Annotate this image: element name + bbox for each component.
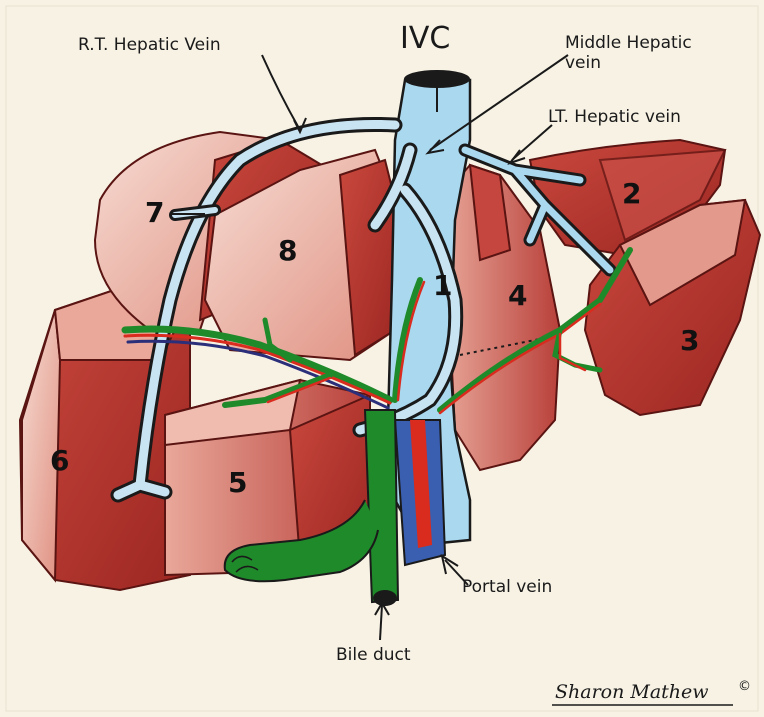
- portal-vein-label: Portal vein: [462, 577, 552, 597]
- ivc-label: IVC: [400, 21, 450, 56]
- bile-duct-label: Bile duct: [336, 645, 411, 665]
- lt-hepatic-vein-label: LT. Hepatic vein: [548, 107, 681, 127]
- segment-number-5: 5: [228, 466, 247, 499]
- copyright-mark: ©: [738, 679, 751, 694]
- segment-number-8: 8: [278, 234, 297, 267]
- segment-number-2: 2: [622, 177, 641, 210]
- segment-number-3: 3: [680, 324, 699, 357]
- segment-number-4: 4: [508, 279, 527, 312]
- artist-signature: Sharon Mathew: [555, 681, 709, 703]
- segment-number-1: 1: [433, 269, 452, 302]
- segment-number-7: 7: [145, 196, 164, 229]
- segment-number-6: 6: [50, 444, 69, 477]
- rt-hepatic-vein-label: R.T. Hepatic Vein: [78, 35, 221, 55]
- portal-vein-trunk: [395, 420, 445, 565]
